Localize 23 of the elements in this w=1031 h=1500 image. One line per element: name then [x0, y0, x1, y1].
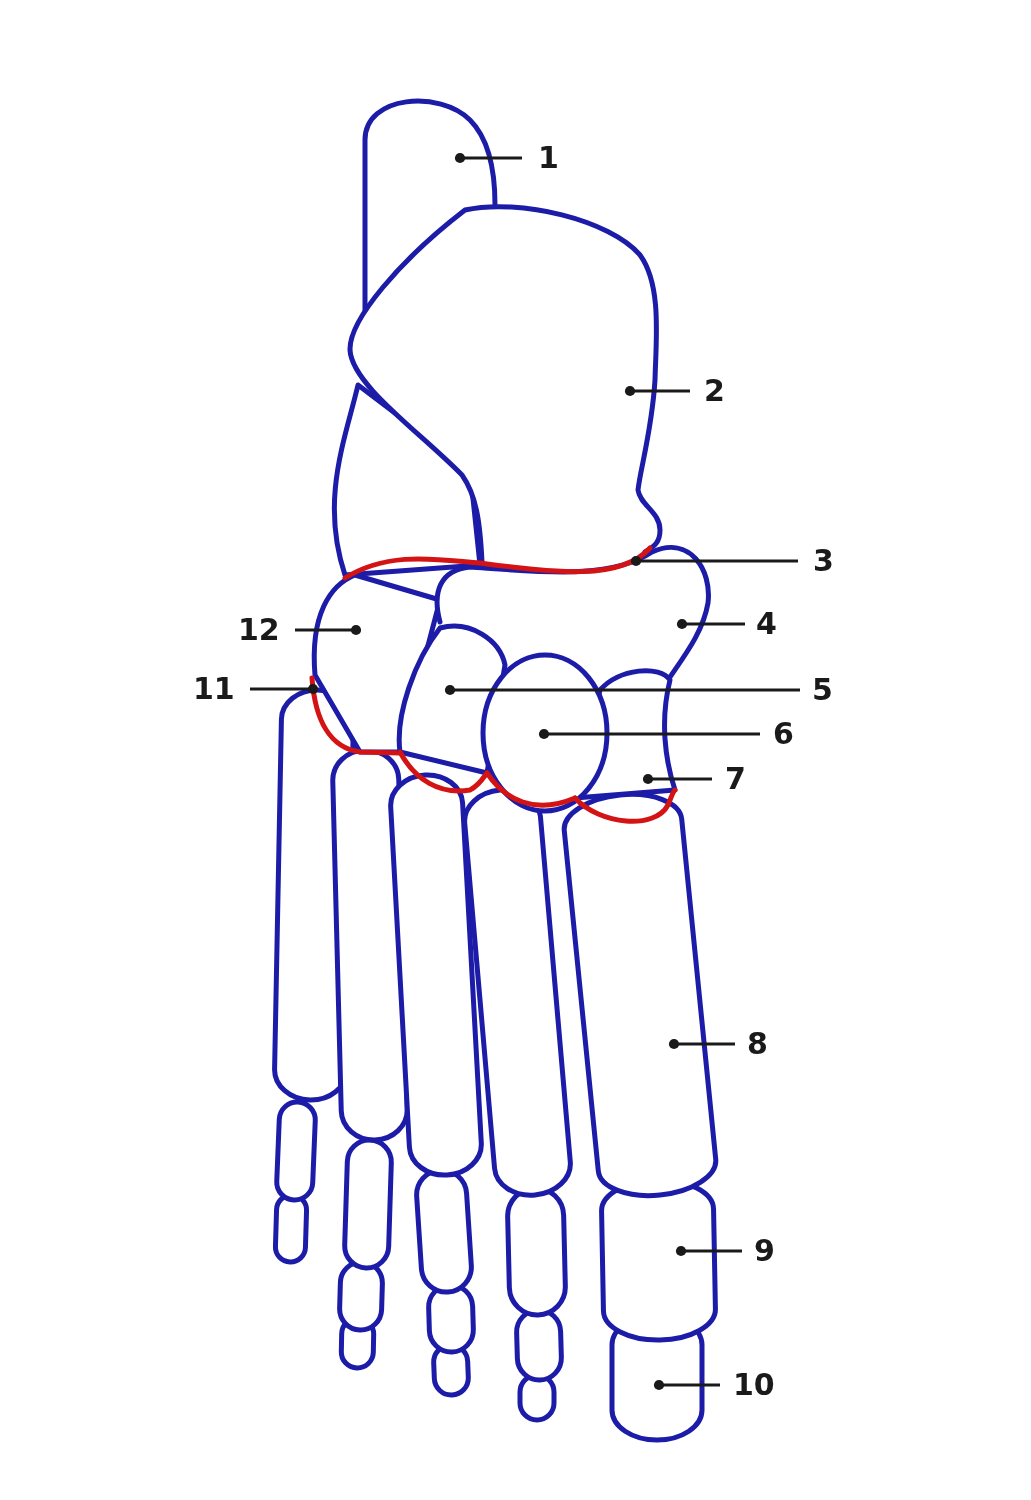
leader-line: [675, 1245, 742, 1257]
callout-number: 7: [725, 762, 746, 796]
callout-number: 12: [238, 613, 280, 647]
callout-number: 11: [193, 672, 235, 706]
leader-line: [676, 618, 745, 630]
callout-number: 8: [747, 1027, 768, 1061]
leader-line: [668, 1038, 735, 1050]
callout-number: 4: [756, 607, 777, 641]
callout-number: 10: [733, 1368, 775, 1402]
callout-number: 9: [754, 1234, 775, 1268]
leader-line: [454, 152, 522, 164]
callout-number: 3: [813, 544, 834, 578]
leader-line: [250, 683, 319, 695]
callout-number: 2: [704, 374, 725, 408]
callout-number: 6: [773, 717, 794, 751]
leader-line: [624, 385, 690, 397]
leader-line: [538, 728, 760, 740]
leader-line: [444, 684, 800, 696]
callout-number: 1: [538, 141, 559, 175]
callout-number: 5: [812, 673, 833, 707]
leader-line: [653, 1379, 720, 1391]
leader-line: [642, 773, 712, 785]
leader-line: [630, 555, 798, 567]
